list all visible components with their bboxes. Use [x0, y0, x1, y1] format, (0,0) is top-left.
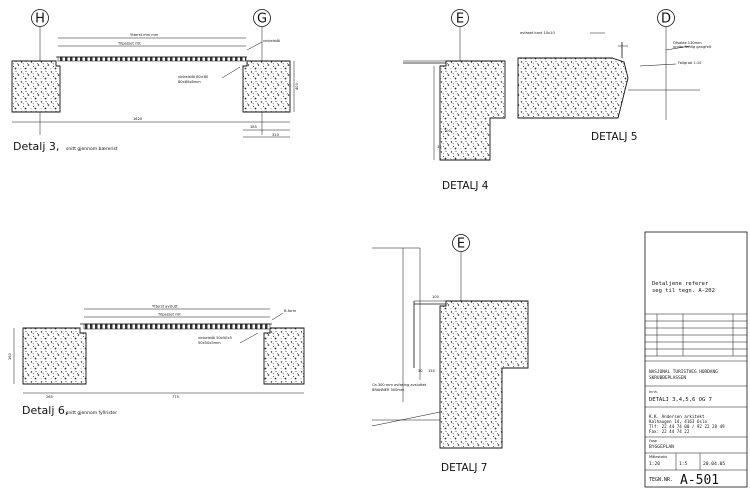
- svg-text:185: 185: [250, 125, 257, 129]
- right-wall-section: [242, 60, 291, 113]
- title-block: Detaljene referer seg til tegn. A-202 NA…: [644, 231, 748, 488]
- grid-label-d: D: [657, 9, 675, 120]
- date: 20.04.05: [703, 461, 725, 467]
- svg-text:Ofsalde 130mm: Ofsalde 130mm: [673, 41, 702, 45]
- phase: BYGGEPLAN: [649, 444, 674, 450]
- svg-text:Fallgrad 1:10: Fallgrad 1:10: [678, 61, 702, 65]
- svg-text:Fase: Fase: [649, 439, 658, 443]
- svg-text:Ytterst mm mm: Ytterst mm mm: [130, 33, 159, 37]
- svg-text:150: 150: [428, 369, 436, 373]
- svg-text:Ytterst avslutt: Ytterst avslutt: [152, 305, 178, 309]
- svg-text:vinkelstål 50x50x5: vinkelstål 50x50x5: [198, 335, 232, 340]
- detail-7: E 100 30 150 Ca.300 mm avfasing avslutte…: [371, 234, 529, 474]
- svg-text:Tilpasset rist: Tilpasset rist: [157, 313, 181, 317]
- svg-text:B-form: B-form: [284, 309, 297, 313]
- svg-text:BRANNER 300mm: BRANNER 300mm: [372, 388, 405, 392]
- svg-text:vinkelstål 80×80: vinkelstål 80×80: [178, 74, 209, 79]
- d5-slab-section: [517, 57, 629, 119]
- svg-text:30: 30: [437, 145, 442, 149]
- svg-text:vinkelstål: vinkelstål: [263, 38, 280, 43]
- d4-foundation-section: [439, 60, 506, 161]
- drawing-number: A-501: [680, 473, 719, 488]
- svg-text:avfaset kant 10x10: avfaset kant 10x10: [520, 31, 555, 35]
- title-note-line-2: seg til tegn. A-202: [652, 288, 715, 294]
- svg-text:160: 160: [8, 352, 12, 360]
- detail-7-title: DETALJ 7: [441, 462, 487, 474]
- project-name: NASJONAL TURISTVEG HORDANG: [649, 369, 718, 375]
- d6-left-wall: [22, 327, 87, 385]
- svg-text:E: E: [457, 237, 465, 252]
- sheet-scale: 1:5: [679, 461, 688, 467]
- svg-text:Innh.: Innh.: [649, 390, 658, 394]
- svg-text:265: 265: [46, 395, 53, 399]
- svg-text:K.K. Andersen arkitekt: K.K. Andersen arkitekt: [649, 414, 705, 419]
- d7-foundation-section: [439, 300, 529, 449]
- svg-text:775: 775: [172, 395, 179, 399]
- svg-text:Tlf: 22 44 74 00 / 92 22 28 49: Tlf: 22 44 74 00 / 92 22 28 49: [649, 424, 725, 429]
- scale: 1:20: [649, 461, 660, 467]
- svg-text:Målestokk: Målestokk: [649, 454, 668, 459]
- grate-d6: [83, 323, 271, 330]
- svg-text:30: 30: [418, 369, 423, 373]
- drawing-number-label: TEGN.NR.: [649, 477, 673, 483]
- detail-3: H G Ytterst mm mm Tilpasset rist vinkels…: [11, 9, 299, 153]
- left-wall-section: [11, 60, 61, 113]
- svg-text:400: 400: [295, 82, 299, 90]
- detail-4-title: DETALJ 4: [442, 180, 489, 192]
- detail-6-title: Detalj 6,: [22, 404, 68, 417]
- detail-3-title: Detalj 3,: [13, 140, 59, 153]
- svg-text:Tilpasset rist: Tilpasset rist: [117, 42, 141, 46]
- drawing-title: DETALJ 3,4,5,6 OG 7: [649, 397, 712, 403]
- detail-5: D avfaset kant 10x10 Ofsalde 130mm under…: [517, 9, 712, 143]
- subproject-name: SKRUBBEPLASSEN: [649, 375, 686, 381]
- svg-text:100: 100: [444, 129, 452, 133]
- svg-text:310: 310: [272, 133, 280, 137]
- detail-6-subtitle: snitt gjennom fyllrister: [66, 410, 117, 416]
- svg-text:Kalhaugen 14, 4163 Oslo: Kalhaugen 14, 4163 Oslo: [649, 419, 707, 424]
- svg-text:Fax: 22 44 74 22: Fax: 22 44 74 22: [649, 429, 690, 434]
- detail-3-subtitle: snitt gjennom bærerist: [66, 146, 118, 152]
- title-note-line-1: Detaljene referer: [652, 281, 709, 287]
- svg-text:Ca.300 mm avfasing avsluttet: Ca.300 mm avfasing avsluttet: [372, 383, 427, 387]
- svg-text:50x50x5mm: 50x50x5mm: [198, 341, 221, 345]
- svg-text:D: D: [661, 12, 671, 27]
- svg-text:100: 100: [432, 295, 440, 299]
- detail-4: E 100 30 DETALJ 4: [403, 9, 506, 192]
- svg-text:under ferdig gangfelt: under ferdig gangfelt: [673, 45, 712, 49]
- detail-6: Ytterst avslutt Tilpasset rist B-form vi…: [8, 305, 305, 417]
- svg-text:E: E: [456, 12, 464, 27]
- svg-text:H: H: [35, 12, 45, 27]
- svg-text:1620: 1620: [133, 117, 143, 121]
- detail-5-title: DETALJ 5: [591, 131, 637, 143]
- grate-d3: [57, 56, 247, 62]
- d6-right-wall: [263, 327, 305, 385]
- svg-text:G: G: [257, 12, 267, 27]
- svg-text:80x80x8mm: 80x80x8mm: [178, 80, 201, 84]
- revision-table: [645, 313, 747, 357]
